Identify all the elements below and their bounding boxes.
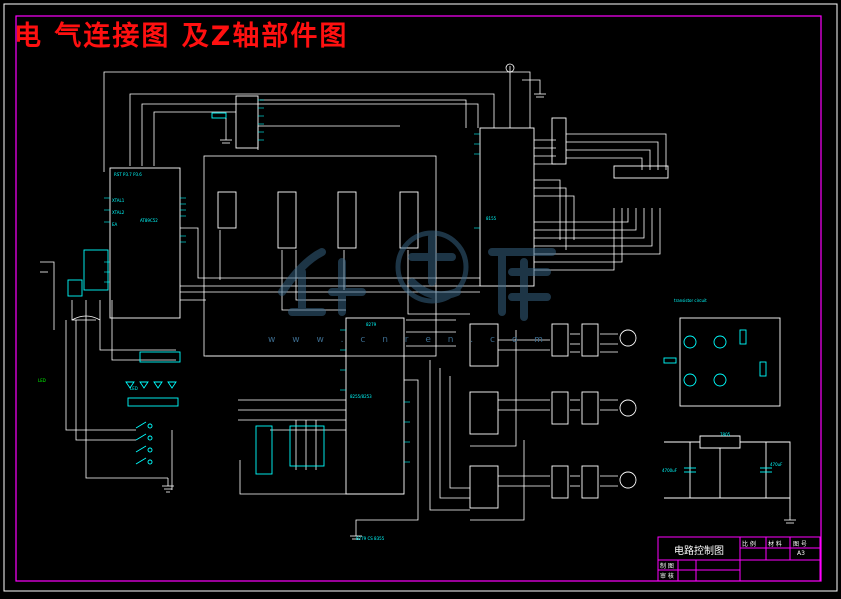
watermark-url: w w w . c n r e n . c o m xyxy=(268,335,550,345)
row-label-drawn: 制 图 xyxy=(660,563,674,570)
center-controller xyxy=(345,317,405,495)
header-drawing-no: 图 号 xyxy=(793,541,807,548)
chip-1 xyxy=(217,191,237,229)
svg-text:RST P3.7 P3.6: RST P3.7 P3.6 xyxy=(114,172,142,177)
drawing-name: 电路控制图 xyxy=(674,546,724,557)
svg-text:470uF: 470uF xyxy=(770,462,783,467)
svg-text:XTAL1: XTAL1 xyxy=(112,198,125,203)
inner-frame xyxy=(15,15,822,582)
chip-4 xyxy=(399,191,419,249)
svg-text:8279: 8279 xyxy=(366,322,377,327)
svg-text:8255/8253: 8255/8253 xyxy=(350,394,372,399)
svg-text:LED: LED xyxy=(130,386,138,391)
svg-text:8155: 8155 xyxy=(486,216,497,221)
component-labels: RST P3.7 P3.6 AT89C52 XTAL1 XTAL2 EA 827… xyxy=(38,172,783,541)
svg-text:XTAL2: XTAL2 xyxy=(112,210,125,215)
svg-text:8279 CS 8355: 8279 CS 8355 xyxy=(356,536,385,541)
mcu-right xyxy=(479,127,535,287)
watermark-logo xyxy=(278,230,556,321)
header-block xyxy=(551,117,567,165)
svg-text:7805: 7805 xyxy=(720,432,731,437)
motor-symbol xyxy=(619,329,637,347)
top-ic xyxy=(235,95,259,149)
chip-3 xyxy=(337,191,357,249)
driver-ic-2 xyxy=(469,391,499,435)
row-label-checked: 审 核 xyxy=(660,573,674,580)
svg-text:4700uF: 4700uF xyxy=(662,468,678,473)
pin-ticks xyxy=(104,99,480,463)
svg-text:AT89C52: AT89C52 xyxy=(140,218,158,223)
motor-symbol xyxy=(619,471,637,489)
svg-text:LED: LED xyxy=(38,378,46,383)
driver-ic-3 xyxy=(469,465,499,509)
components xyxy=(67,95,791,516)
header-scale: 比 例 xyxy=(742,541,756,548)
driver-ic-1 xyxy=(469,323,499,367)
transistor-symbol xyxy=(683,335,697,349)
mcu-left xyxy=(109,167,181,319)
ground-symbol xyxy=(162,90,796,540)
chip-2 xyxy=(277,191,297,249)
scale-value: A3 xyxy=(797,550,805,557)
header-material: 材 料 xyxy=(768,541,782,548)
drawing-title: 电 气连接图 及Z轴部件图 xyxy=(14,21,349,52)
outer-frame xyxy=(3,3,838,592)
svg-text:EA: EA xyxy=(112,222,118,227)
motor-symbol xyxy=(619,399,637,417)
svg-text:transistor circuit: transistor circuit xyxy=(674,298,707,303)
resistor-symbol xyxy=(211,112,227,119)
